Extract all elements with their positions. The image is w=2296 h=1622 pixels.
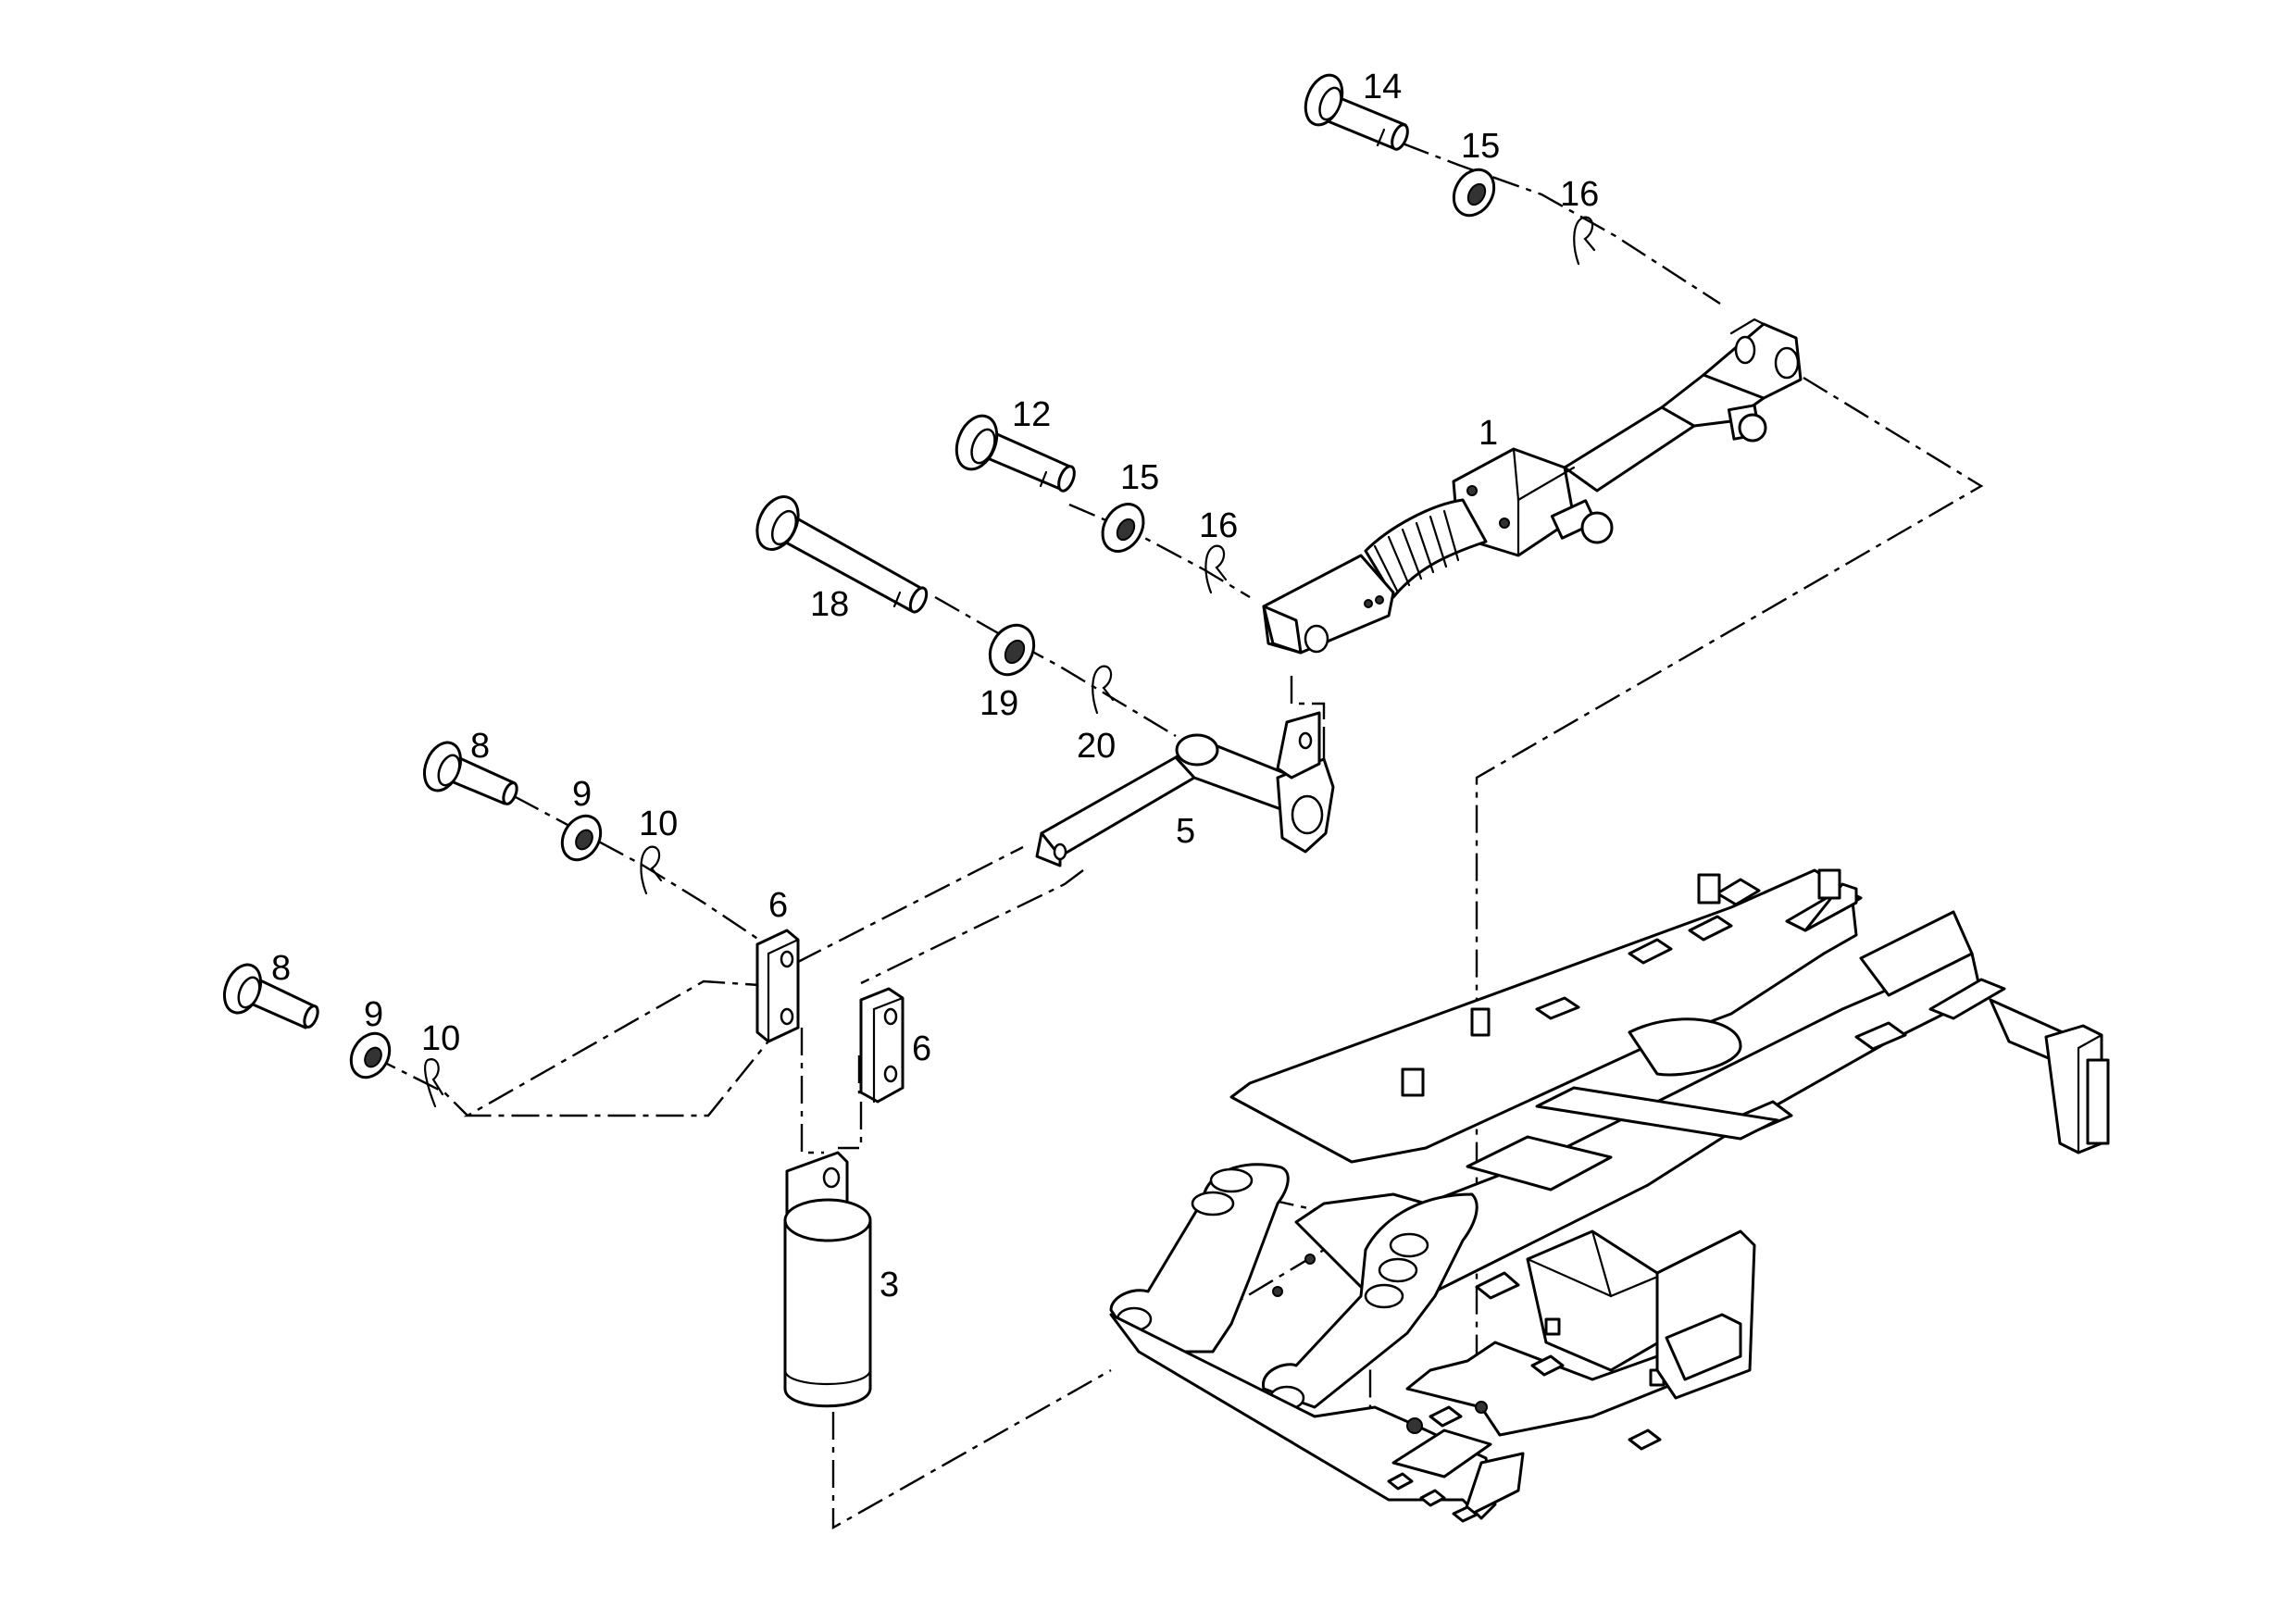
callout-12: 12 xyxy=(1012,395,1051,434)
callout-labels: 14 15 16 1 12 15 16 18 19 20 8 9 10 5 6 … xyxy=(271,68,1599,1304)
clip-10-lower xyxy=(424,1058,444,1108)
callout-9-lower: 9 xyxy=(364,995,383,1034)
pin-8-lower xyxy=(222,963,319,1029)
clip-20 xyxy=(1092,665,1115,715)
callout-14: 14 xyxy=(1363,68,1402,106)
clip-10-upper xyxy=(640,845,663,895)
callout-5: 5 xyxy=(1176,812,1195,851)
callout-15-top: 15 xyxy=(1461,127,1500,166)
pin-8-upper xyxy=(422,741,518,805)
frame-chassis xyxy=(1109,868,2110,1523)
callout-3: 3 xyxy=(880,1266,899,1304)
plate-6-right xyxy=(859,987,905,1104)
pin-18 xyxy=(755,495,929,614)
callout-8-lower: 8 xyxy=(271,949,291,988)
callout-20: 20 xyxy=(1077,727,1116,766)
turnbuckle-1 xyxy=(1262,318,1803,655)
crank-lever-5 xyxy=(1035,711,1335,867)
callout-10-upper: 10 xyxy=(639,805,678,843)
callout-19: 19 xyxy=(980,684,1018,723)
washer-9-lower xyxy=(349,1031,392,1079)
clip-16-top xyxy=(1573,216,1596,266)
callout-18: 18 xyxy=(810,585,849,624)
washer-15-mid xyxy=(1101,503,1145,553)
callout-6-left: 6 xyxy=(768,886,788,925)
pin-14 xyxy=(1304,73,1409,151)
callout-9-upper: 9 xyxy=(572,775,592,814)
callout-16-top: 16 xyxy=(1560,175,1599,214)
callout-1: 1 xyxy=(1479,414,1498,453)
callout-16-mid: 16 xyxy=(1199,506,1238,545)
washer-15-top xyxy=(1452,168,1496,218)
pin-12 xyxy=(955,414,1076,493)
callout-10-lower: 10 xyxy=(421,1019,460,1058)
clip-16-mid xyxy=(1204,544,1228,594)
washer-19 xyxy=(988,623,1036,677)
cylinder-3 xyxy=(783,1151,872,1408)
callout-6-right: 6 xyxy=(912,1029,931,1068)
callout-8-upper: 8 xyxy=(470,727,490,766)
plate-6-left xyxy=(755,929,800,1043)
washer-9-upper xyxy=(560,814,603,862)
callout-15-mid: 15 xyxy=(1120,458,1159,497)
